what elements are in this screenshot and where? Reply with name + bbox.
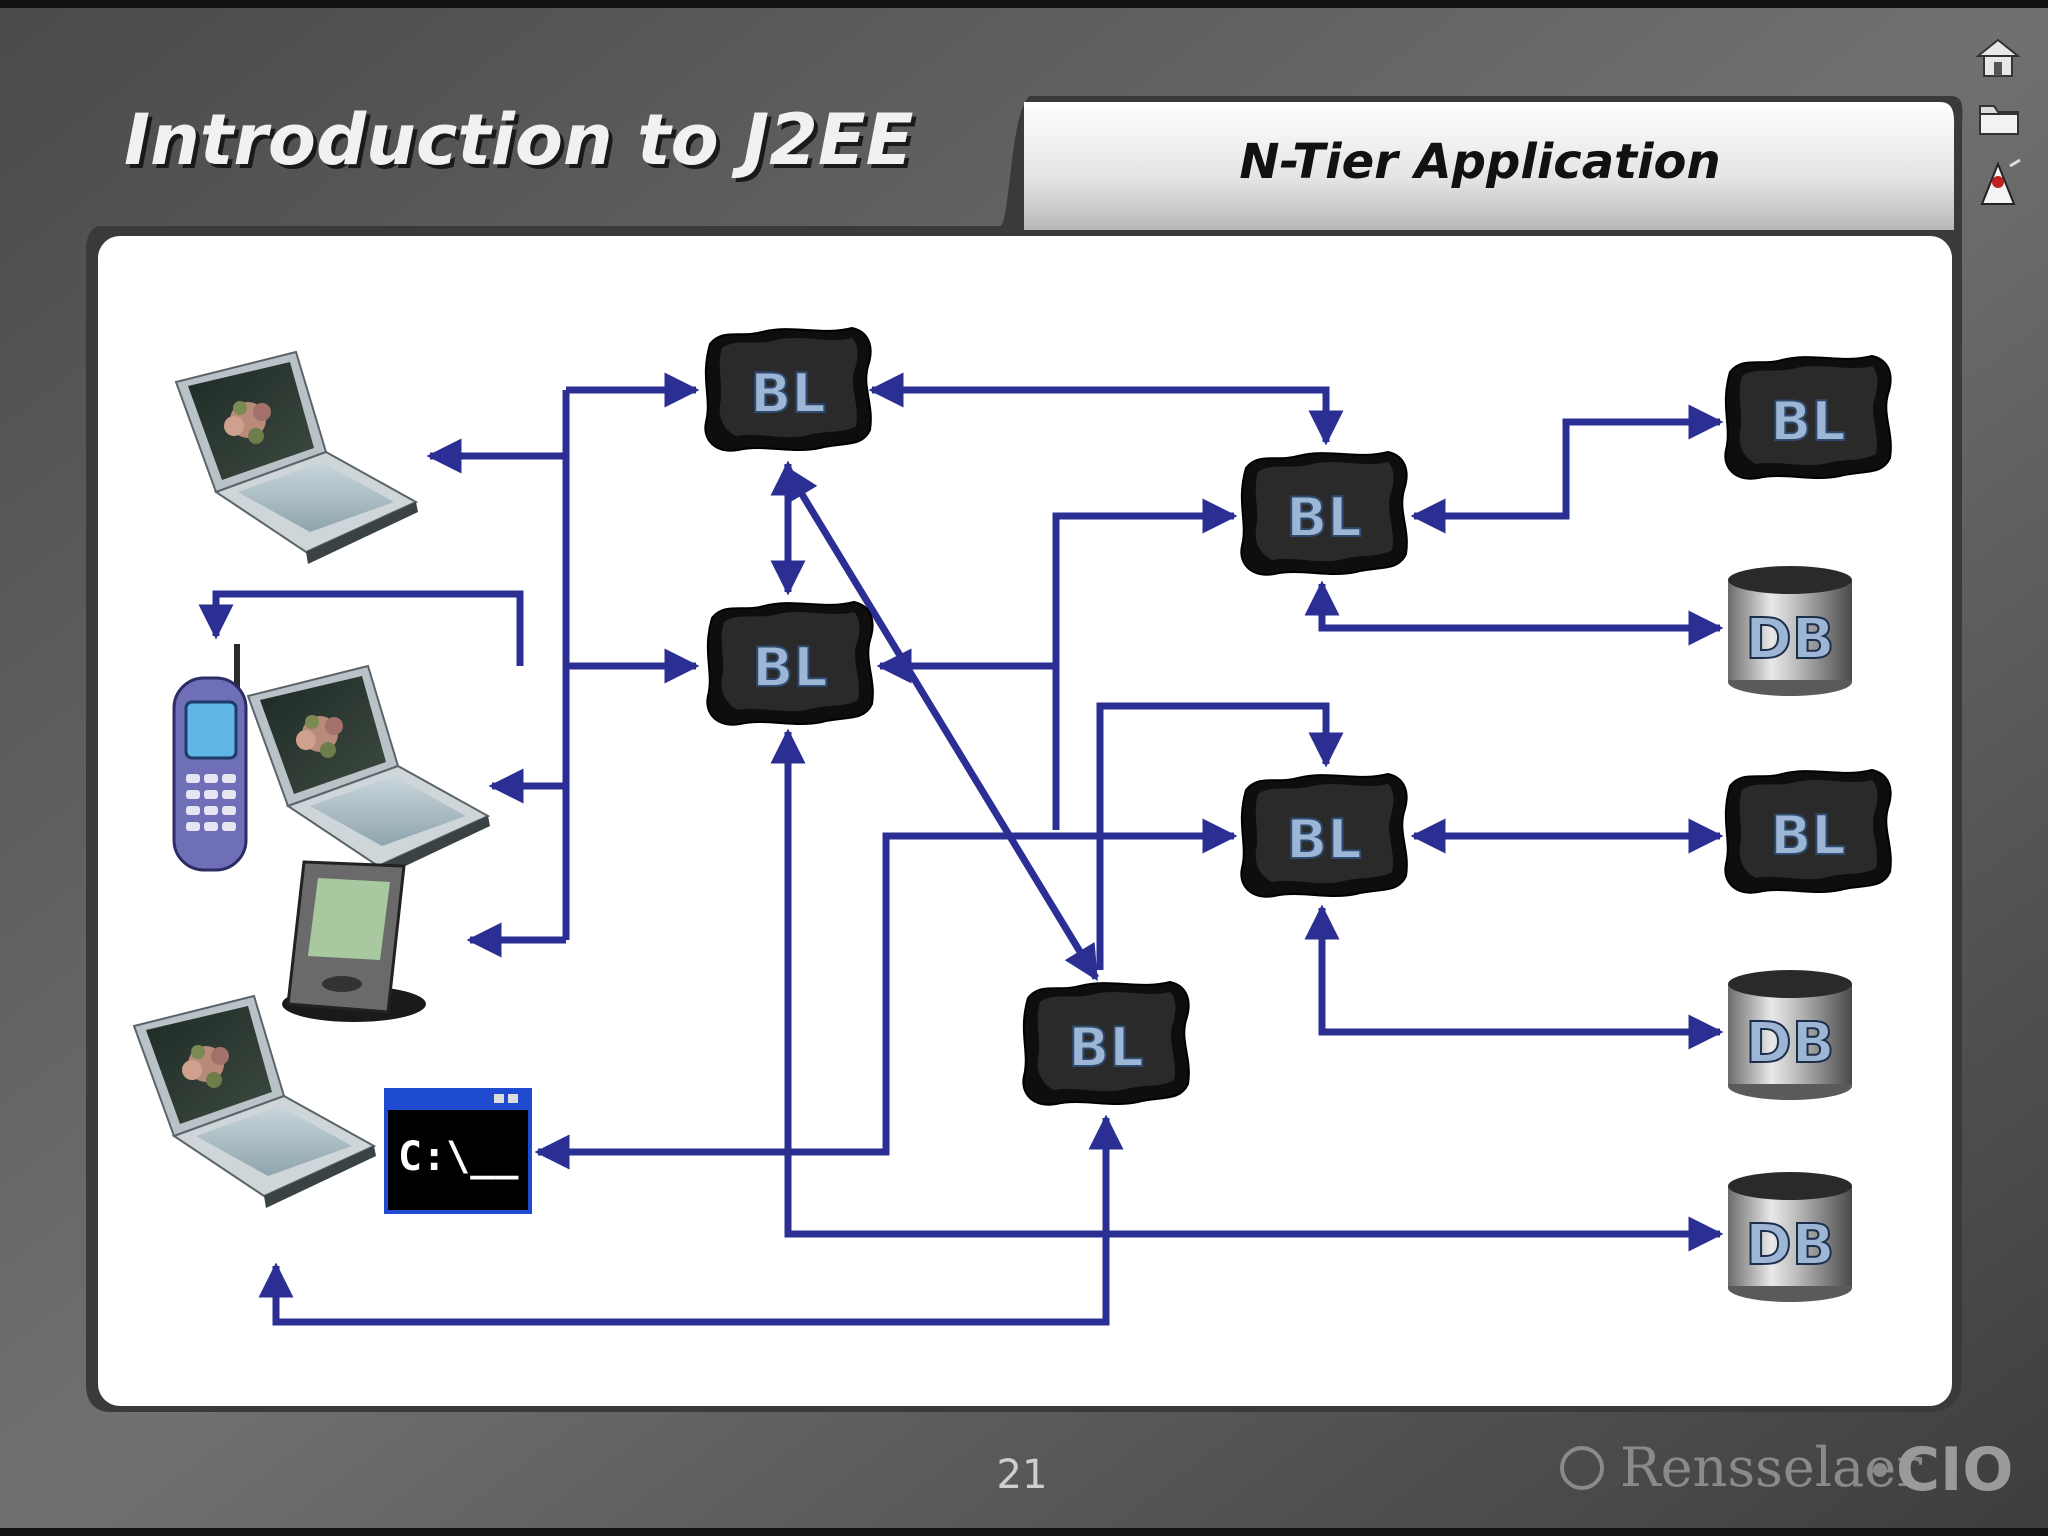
bl-label: BL [1770,804,1846,867]
connector [198,590,524,666]
console-client: C:\__ [384,1088,532,1214]
bl-node-1: BL [704,327,872,452]
bl-node-6: BL [1724,355,1892,480]
bl-label: BL [750,362,826,425]
connectors [198,372,1724,1326]
db-label: DB [1745,607,1834,672]
bl-label: BL [1286,486,1362,549]
page-number: 21 [997,1452,1048,1498]
bl-node-5: BL [1022,981,1190,1106]
db-label: DB [1745,1213,1834,1278]
connector [868,372,1344,446]
mobile-phone-client [172,644,248,872]
folder-icon[interactable] [1979,105,2019,135]
page-title: Introduction to J2EE [124,99,913,181]
pda-client [282,860,426,1022]
bl-label: BL [1068,1016,1144,1079]
brand-name: Rensselaer [1620,1436,1922,1499]
database-2: DB [1728,970,1852,1100]
bl-label: BL [752,636,828,699]
connector [1052,498,1238,830]
db-label: DB [1745,1011,1834,1076]
home-icon[interactable] [1975,38,2021,77]
svg-text:Introduction to J2EE: Introduction to J2EE [128,103,917,185]
connector [1304,580,1724,646]
connector [1410,404,1724,534]
slide-subtitle: N-Tier Application [1239,134,1720,190]
connector [258,1114,1124,1326]
console-prompt: C:\__ [398,1134,519,1180]
rensselaer-logo: Rensselaer CIO [1560,1435,2013,1505]
database-3: DB [1728,1172,1852,1302]
bl-label: BL [1286,808,1362,871]
java-duke-icon[interactable] [1980,158,2021,205]
bl-node-7: BL [1724,769,1892,894]
database-1: DB [1728,566,1852,696]
bl-node-4: BL [1240,773,1408,898]
bl-node-3: BL [1240,451,1408,576]
brand-mark: CIO [1896,1435,2013,1505]
bl-label: BL [1770,390,1846,453]
subtitle-tab [1024,102,1955,230]
bl-node-2: BL [706,601,874,726]
